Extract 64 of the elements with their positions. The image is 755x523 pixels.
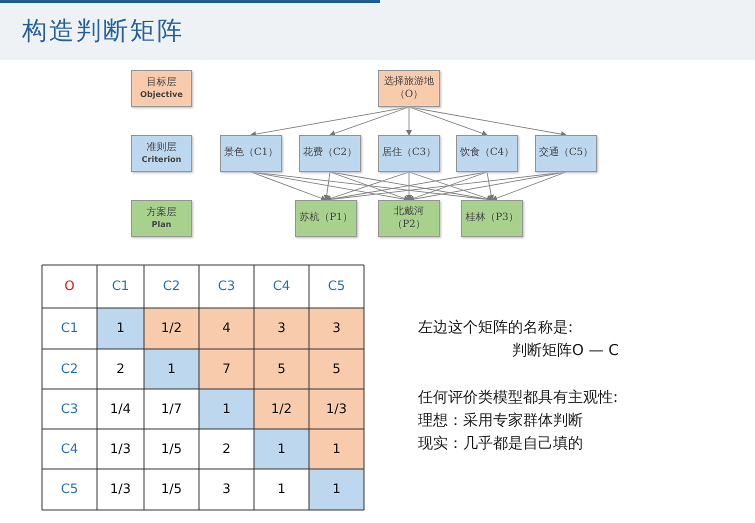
table-cell: 1/2 — [254, 389, 309, 429]
header-cell-text: C4 — [272, 278, 292, 296]
hierarchy-box: 北戴河（P2） — [378, 200, 440, 237]
table-cell: 5 — [309, 349, 364, 389]
table-cell-text: 1/3 — [109, 481, 132, 499]
table-cell-text: 2 — [115, 360, 126, 378]
header-cell-text: C4 — [60, 440, 80, 458]
table-cell: 1/3 — [309, 389, 364, 429]
header-cell-text: O — [63, 278, 76, 296]
table-cell-text: 1/3 — [109, 440, 132, 458]
table-cell: 1 — [309, 469, 364, 510]
header-cell-text: C1 — [60, 320, 80, 338]
header-cell-text: C2 — [60, 360, 80, 378]
arrow — [250, 172, 327, 202]
header-cell-text: C3 — [60, 400, 80, 418]
header-cell-text: C5 — [60, 481, 80, 499]
arrow — [329, 106, 410, 136]
table-cell: 1 — [199, 389, 254, 429]
table-cell-text: 1/7 — [160, 400, 183, 418]
arrow — [250, 106, 410, 138]
table-cell: 7 — [199, 349, 254, 389]
table-cell: 4 — [199, 308, 254, 349]
header-cell-text: C3 — [216, 278, 236, 296]
layer-label-box: 目标层 Objective — [131, 70, 192, 107]
hierarchy-box: 居住（C3） — [378, 135, 440, 172]
table-cell-text: 1/4 — [109, 400, 132, 418]
hierarchy-box: 选择旅游地（O） — [378, 70, 440, 107]
arrow — [406, 106, 412, 136]
table-cell: 3 — [254, 308, 309, 349]
hierarchy-box: 花费（C2） — [299, 135, 361, 172]
layer-label-box: 准则层 Criterion — [131, 135, 192, 172]
table-cell: 1/2 — [144, 308, 199, 349]
table-cell: 1 — [309, 429, 364, 469]
table-cell: 1 — [254, 429, 309, 469]
arrow — [408, 106, 488, 136]
hierarchy-box: 交通（C5） — [535, 135, 597, 172]
header-cell-text: C2 — [162, 278, 182, 296]
header-cell-text: C1 — [110, 278, 130, 296]
note-text: 判断矩阵O — C — [512, 341, 619, 360]
note-text: 现实：几乎都是自己填的 — [418, 434, 583, 453]
table-cell: 1 — [97, 308, 144, 349]
note-text: 理想：采用专家群体判断 — [418, 411, 583, 430]
hierarchy-box: 苏杭（P1） — [295, 200, 357, 237]
table-cell-text: 2 — [221, 440, 232, 458]
table-cell-text: 3 — [221, 481, 232, 499]
header-cell-text: C5 — [326, 278, 346, 296]
arrow — [324, 172, 330, 201]
layer-label-box: 方案层 Plan — [131, 200, 192, 237]
table-cell: 3 — [309, 308, 364, 349]
arrow — [486, 172, 494, 201]
arrow — [408, 106, 567, 138]
slide-title: 构造判断矩阵 — [22, 15, 184, 47]
arrow — [406, 172, 412, 201]
table-cell-text: 1/5 — [160, 440, 183, 458]
hierarchy-box: 桂林（P3） — [461, 200, 523, 237]
hierarchy-box: 景色（C1） — [220, 135, 282, 172]
hierarchy-box: 饮食（C4） — [456, 135, 518, 172]
table-cell: 5 — [254, 349, 309, 389]
note-text: 左边这个矩阵的名称是: — [418, 318, 574, 337]
table-cell-text: 1/5 — [160, 481, 183, 499]
table-cell: 1 — [144, 349, 199, 389]
note-text: 任何评价类模型都具有主观性: — [418, 388, 618, 407]
arrow — [491, 172, 566, 202]
table-cell-text: 1 — [276, 481, 287, 499]
